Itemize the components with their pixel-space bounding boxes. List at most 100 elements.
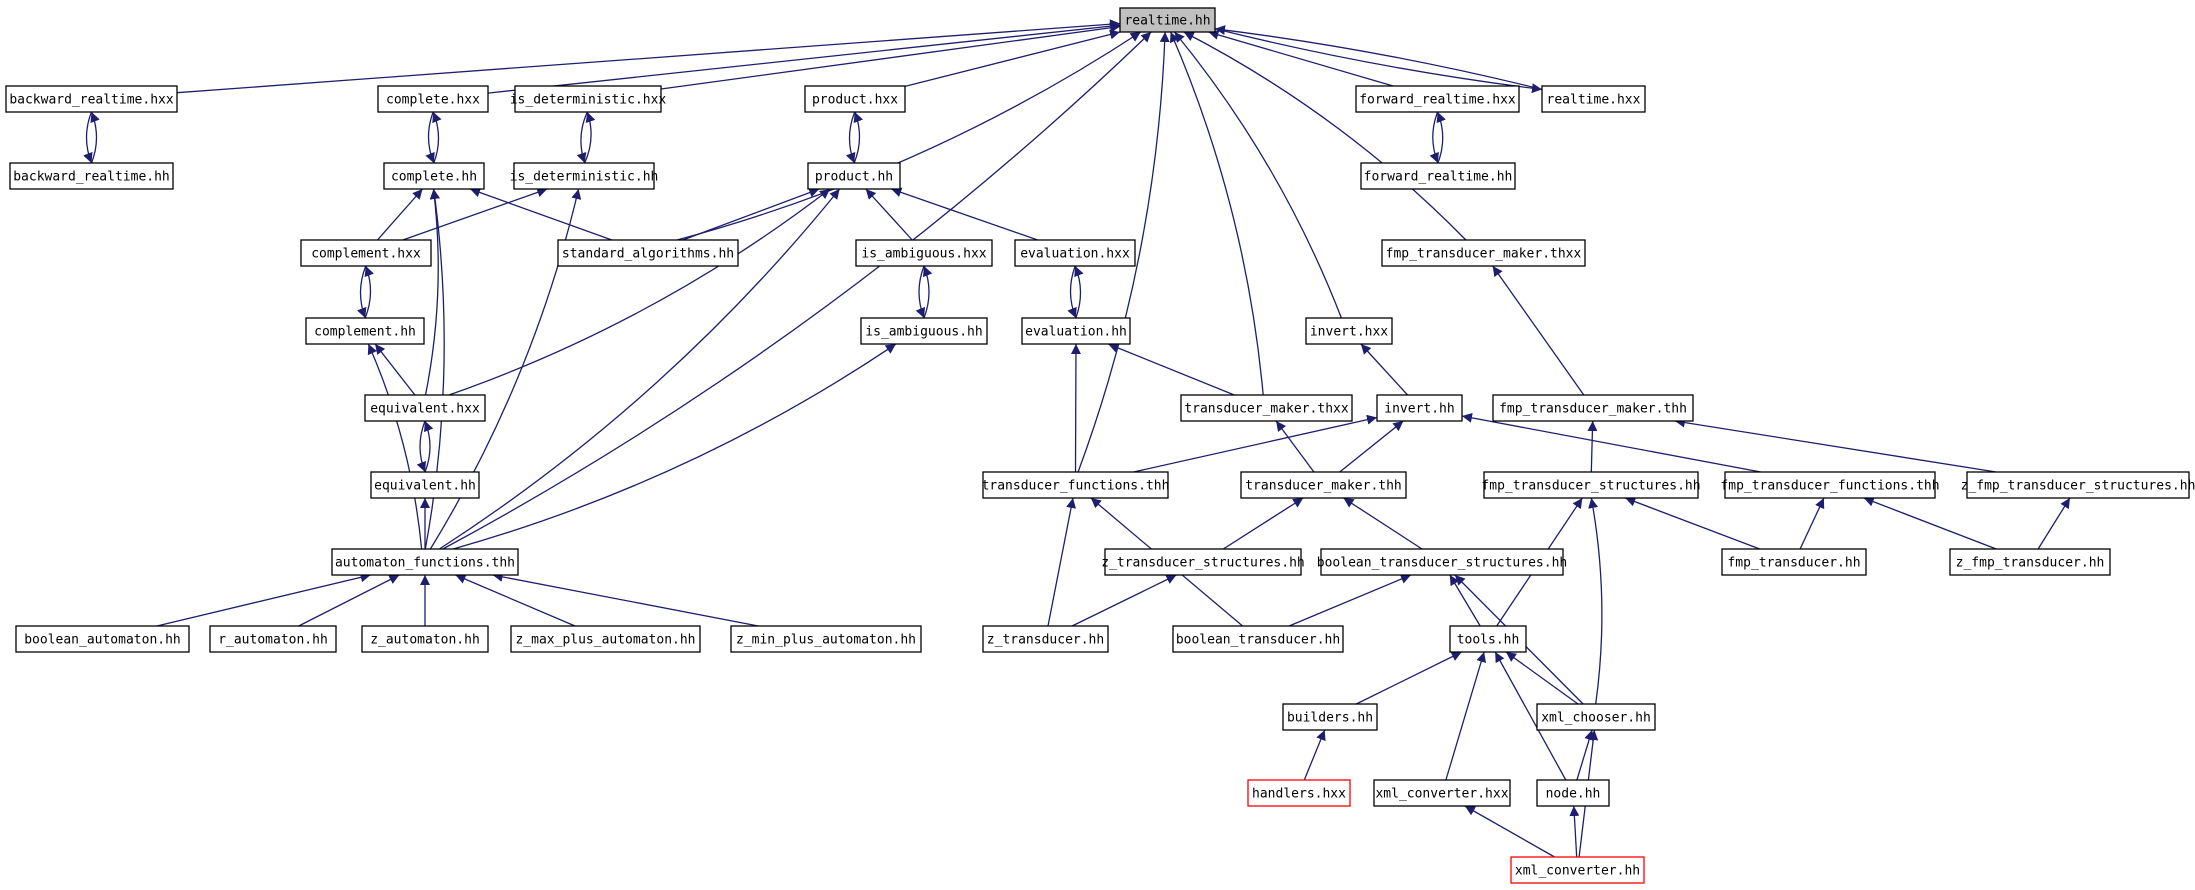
- edge-fmp_transducer_structures_hh-to-fmp_transducer_maker_thh: [1587, 420, 1598, 473]
- node-evaluation-hxx[interactable]: evaluation.hxx: [1014, 239, 1136, 267]
- edge-automaton_functions_thh-to-is_ambiguous_hh: [452, 343, 897, 550]
- node-z-fmp-transducer-structures-hh[interactable]: z_fmp_transducer_structures.hh: [1961, 471, 2195, 499]
- node-fmp-transducer-functions-thh[interactable]: fmp_transducer_functions.thh: [1720, 471, 1940, 499]
- node-box: [1355, 85, 1520, 113]
- node-transducer-functions-thh[interactable]: transducer_functions.thh: [982, 471, 1170, 499]
- node-z-fmp-transducer-hh[interactable]: z_fmp_transducer.hh: [1949, 548, 2111, 576]
- edge-complement_hxx-to-complete_hh: [377, 188, 423, 241]
- edge-layer: [83, 19, 2071, 858]
- node-complement-hh[interactable]: complement.hh: [305, 317, 425, 345]
- node-equivalent-hxx[interactable]: equivalent.hxx: [364, 394, 486, 422]
- edge-is_deterministic_hxx-to-is_deterministic_hh: [576, 111, 588, 164]
- node-box: [15, 625, 190, 653]
- node-fmp-transducer-hh[interactable]: fmp_transducer.hh: [1721, 548, 1867, 576]
- node-tools-hh[interactable]: tools.hh: [1449, 625, 1527, 653]
- node-label: fmp_transducer.hh: [1727, 556, 1860, 571]
- node-fmp-transducer-maker-thxx[interactable]: fmp_transducer_maker.thxx: [1381, 239, 1586, 267]
- node-boolean-automaton-hh[interactable]: boolean_automaton.hh: [15, 625, 190, 653]
- node-evaluation-hh[interactable]: evaluation.hh: [1021, 317, 1131, 345]
- node-z-max-plus-automaton-hh[interactable]: z_max_plus_automaton.hh: [510, 625, 701, 653]
- node-boolean-transducer-hh[interactable]: boolean_transducer.hh: [1172, 625, 1344, 653]
- node-is-deterministic-hxx[interactable]: is_deterministic.hxx: [510, 85, 667, 113]
- edge-boolean_transducer_hh-to-boolean_transducer_structures_hh: [1288, 574, 1412, 627]
- edge-xml_chooser_hh-to-tools_hh: [1505, 651, 1579, 705]
- node-box: [1373, 779, 1511, 807]
- node-label: z_transducer.hh: [987, 633, 1104, 648]
- node-realtime-hh[interactable]: realtime.hh: [1119, 7, 1216, 33]
- node-invert-hh[interactable]: invert.hh: [1376, 394, 1463, 422]
- node-label: transducer_functions.thh: [982, 479, 1170, 494]
- node-box: [5, 85, 178, 113]
- edge-complement_hxx-to-is_deterministic_hh: [402, 187, 548, 241]
- node-label: forward_realtime.hh: [1364, 170, 1513, 185]
- node-builders-hh[interactable]: builders.hh: [1282, 703, 1378, 731]
- node-complement-hxx[interactable]: complement.hxx: [300, 239, 432, 267]
- node-backward-realtime-hxx[interactable]: backward_realtime.hxx: [5, 85, 178, 113]
- edge-product_hh-to-product_hxx: [853, 111, 864, 164]
- node-box: [1172, 625, 1344, 653]
- edge-invert_hh-to-invert_hxx: [1360, 343, 1409, 396]
- node-standard-algorithms-hh[interactable]: standard_algorithms.hh: [557, 239, 739, 267]
- edge-boolean_automaton_hh-to-automaton_functions_thh: [156, 572, 371, 627]
- edge-transducer_maker_thh-to-transducer_maker_thxx: [1275, 420, 1315, 473]
- node-automaton-functions-thh[interactable]: automaton_functions.thh: [331, 548, 519, 576]
- node-fmp-transducer-maker-thh[interactable]: fmp_transducer_maker.thh: [1492, 394, 1694, 422]
- node-handlers-hxx[interactable]: handlers.hxx: [1247, 779, 1351, 807]
- node-is-ambiguous-hxx[interactable]: is_ambiguous.hxx: [855, 239, 993, 267]
- node-box: [557, 239, 739, 267]
- node-forward-realtime-hh[interactable]: forward_realtime.hh: [1360, 162, 1516, 190]
- node-is-deterministic-hh[interactable]: is_deterministic.hh: [510, 162, 659, 190]
- edge-complete_hh-to-complete_hxx: [432, 111, 442, 164]
- edge-fmp_transducer_hh-to-fmp_transducer_functions_thh: [1799, 497, 1825, 550]
- node-box: [361, 625, 489, 653]
- node-box: [1724, 471, 1936, 499]
- node-backward-realtime-hh[interactable]: backward_realtime.hh: [9, 162, 174, 190]
- node-xml-converter-hxx[interactable]: xml_converter.hxx: [1373, 779, 1511, 807]
- node-fmp-transducer-structures-hh[interactable]: fmp_transducer_structures.hh: [1481, 471, 1701, 499]
- node-box: [305, 317, 425, 345]
- node-equivalent-hh[interactable]: equivalent.hh: [370, 471, 480, 499]
- node-complete-hh[interactable]: complete.hh: [383, 162, 485, 190]
- node-box: [1282, 703, 1378, 731]
- edge-handlers_hxx-to-builders_hh: [1303, 729, 1326, 781]
- node-xml-chooser-hh[interactable]: xml_chooser.hh: [1536, 703, 1656, 731]
- edge-z_fmp_transducer_structures_hh-to-fmp_transducer_maker_thh: [1674, 417, 1997, 473]
- node-box: [1360, 162, 1516, 190]
- node-box: [370, 471, 480, 499]
- node-label: automaton_functions.thh: [335, 556, 515, 571]
- edge-z_min_plus_automaton_hh-to-automaton_functions_thh: [492, 571, 759, 627]
- node-xml-converter-hh[interactable]: xml_converter.hh: [1510, 856, 1645, 884]
- node-boolean-transducer-structures-hh[interactable]: boolean_transducer_structures.hh: [1317, 548, 1567, 576]
- edge-xml_converter_hh-to-node_hh: [1569, 805, 1580, 858]
- edge-equivalent_hxx-to-product_hh: [448, 188, 831, 396]
- edge-automaton_functions_thh-to-realtime_hh: [442, 31, 1152, 550]
- node-realtime-hxx[interactable]: realtime.hxx: [1541, 85, 1646, 113]
- node-z-automaton-hh[interactable]: z_automaton.hh: [361, 625, 489, 653]
- node-label: fmp_transducer_structures.hh: [1481, 479, 1700, 494]
- node-z-min-plus-automaton-hh[interactable]: z_min_plus_automaton.hh: [730, 625, 922, 653]
- node-box: [1381, 239, 1586, 267]
- edge-realtime_hxx-to-realtime_hh: [1214, 25, 1543, 91]
- node-box: [1376, 394, 1463, 422]
- node-transducer-maker-thh[interactable]: transducer_maker.thh: [1240, 471, 1407, 499]
- edge-equivalent_hxx-to-equivalent_hh: [416, 420, 427, 473]
- node-node-hh[interactable]: node.hh: [1536, 779, 1610, 807]
- edge-equivalent_hxx-to-complement_hh: [374, 343, 416, 396]
- node-product-hxx[interactable]: product.hxx: [804, 85, 906, 113]
- node-z-transducer-hh[interactable]: z_transducer.hh: [982, 625, 1109, 653]
- node-r-automaton-hh[interactable]: r_automaton.hh: [209, 625, 337, 653]
- node-invert-hxx[interactable]: invert.hxx: [1305, 317, 1393, 345]
- edge-is_ambiguous_hxx-to-product_hh: [865, 188, 913, 241]
- node-transducer-maker-thxx[interactable]: transducer_maker.thxx: [1180, 394, 1353, 422]
- edge-transducer_maker_thxx-to-realtime_hh: [1169, 31, 1264, 396]
- node-forward-realtime-hxx[interactable]: forward_realtime.hxx: [1355, 85, 1520, 113]
- node-z-transducer-structures-hh[interactable]: z_transducer_structures.hh: [1101, 548, 1305, 576]
- node-label: boolean_automaton.hh: [24, 633, 181, 648]
- node-is-ambiguous-hh[interactable]: is_ambiguous.hh: [860, 317, 988, 345]
- edge-backward_realtime_hxx-to-backward_realtime_hh: [83, 111, 93, 164]
- node-product-hh[interactable]: product.hh: [807, 162, 901, 190]
- node-label: backward_realtime.hh: [13, 170, 170, 185]
- node-box: [804, 85, 906, 113]
- node-complete-hxx[interactable]: complete.hxx: [377, 85, 489, 113]
- node-box: [1541, 85, 1646, 113]
